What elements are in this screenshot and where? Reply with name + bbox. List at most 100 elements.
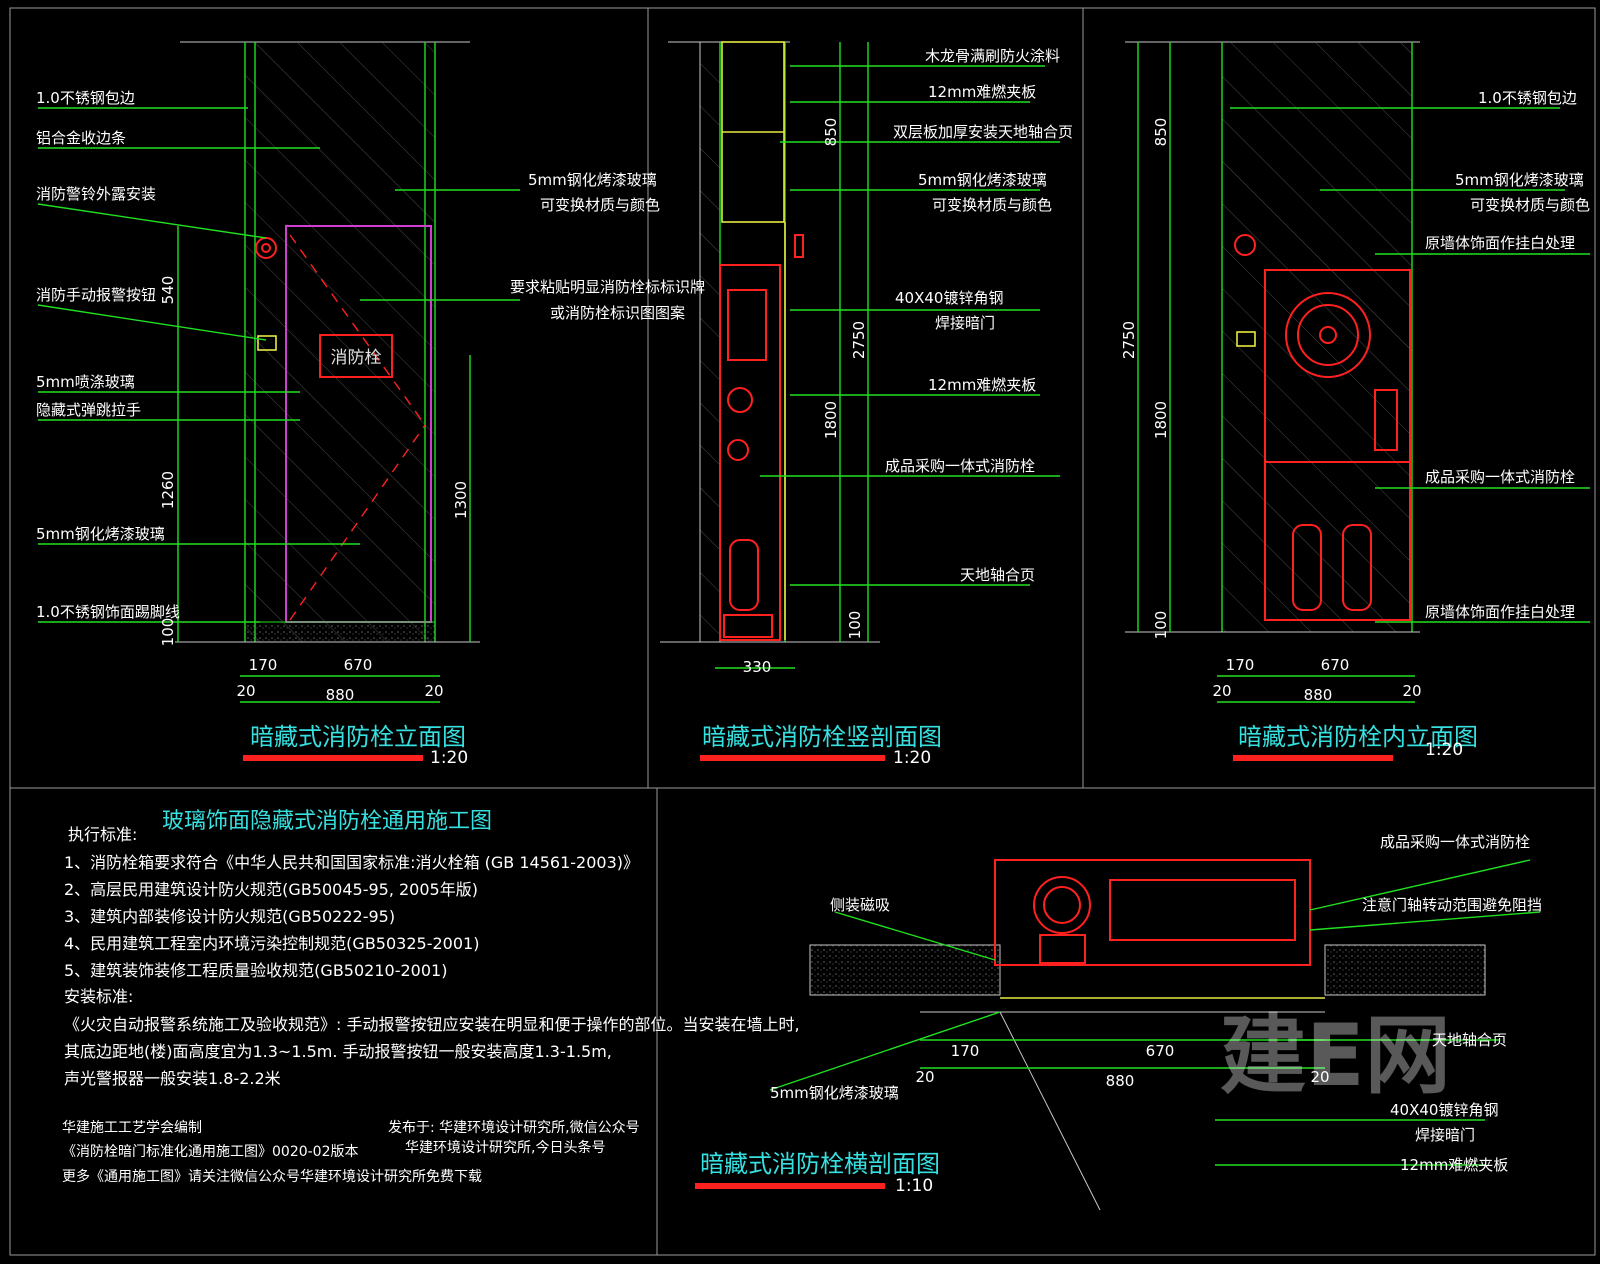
dim-540: 540 <box>159 276 177 305</box>
plan-label-7: 12mm难燃夹板 <box>1400 1156 1508 1174</box>
inner-elevation-drawing <box>1125 41 1590 703</box>
sec-label-8: 成品采购一体式消防栓 <box>885 457 1035 475</box>
plan-label-1: 侧装磁吸 <box>830 896 890 914</box>
inner-dim-170: 170 <box>1226 656 1255 674</box>
notes-item-5: 5、建筑装饰装修工程质量验收规范(GB50210-2001) <box>64 961 447 980</box>
inner-label-1: 5mm钢化烤漆玻璃 <box>1455 171 1584 189</box>
footer-left-3: 更多《通用施工图》请关注微信公众号华建环境设计研究所免费下载 <box>62 1168 482 1185</box>
plan-dim-170: 170 <box>951 1042 980 1060</box>
sec-label-5: 40X40镀锌角钢 <box>895 289 1003 307</box>
plan-title: 暗藏式消防栓横剖面图 <box>700 1150 940 1178</box>
install-line-3: 声光警报器一般安装1.8-2.2米 <box>64 1069 281 1088</box>
inner-dim-670: 670 <box>1321 656 1350 674</box>
plan-label-5: 40X40镀锌角钢 <box>1390 1101 1498 1119</box>
label-material-color: 可变换材质与颜色 <box>540 196 660 214</box>
dim-880: 880 <box>326 686 355 704</box>
inner-dim-20-left: 20 <box>1212 682 1231 700</box>
notes-heading: 执行标准: <box>68 825 137 844</box>
inner-labels: 1.0不锈钢包边 5mm钢化烤漆玻璃 可变换材质与颜色 原墙体饰面作挂白处理 成… <box>1120 89 1590 761</box>
dim-20-left: 20 <box>236 682 255 700</box>
inner-scale: 1:20 <box>1425 740 1463 760</box>
sec-dim-100: 100 <box>846 611 864 640</box>
sec-dim-330: 330 <box>743 658 772 676</box>
plan-label-0: 成品采购一体式消防栓 <box>1380 833 1530 851</box>
plan-label-2: 注意门轴转动范围避免阻挡 <box>1362 896 1542 914</box>
inner-dim-20-right: 20 <box>1402 682 1421 700</box>
footer-left-2: 《消防栓暗门标准化通用施工图》0020-02版本 <box>62 1144 359 1160</box>
watermark-logo: 建E网 <box>1220 1006 1451 1106</box>
sec-label-3: 5mm钢化烤漆玻璃 <box>918 171 1047 189</box>
plan-dim-670: 670 <box>1146 1042 1175 1060</box>
notes-item-2: 2、高层民用建筑设计防火规范(GB50045-95, 2005年版) <box>64 880 478 899</box>
plan-dim-20-left: 20 <box>915 1068 934 1086</box>
sec-label-6: 焊接暗门 <box>935 314 995 332</box>
plan-drawing <box>769 859 1541 1211</box>
sec-label-7: 12mm难燃夹板 <box>928 376 1036 394</box>
inner-label-0: 1.0不锈钢包边 <box>1478 89 1577 107</box>
panel-frames <box>9 7 1596 1256</box>
inner-dim-1800: 1800 <box>1152 401 1170 439</box>
label-aluminum-strip: 铝合金收边条 <box>36 129 126 147</box>
notes-item-3: 3、建筑内部装修设计防火规范(GB50222-95) <box>64 907 395 926</box>
label-tempered-glass: 5mm钢化烤漆玻璃 <box>36 525 165 543</box>
dim-1260: 1260 <box>159 471 177 509</box>
elevation-drawing <box>37 41 520 703</box>
notes-item-1: 1、消防栓箱要求符合《中华人民共和国国家标准:消火栓箱 (GB 14561-20… <box>64 853 639 872</box>
inner-dim-2750: 2750 <box>1120 321 1138 359</box>
sec-label-4: 可变换材质与颜色 <box>932 196 1052 214</box>
footer-left-1: 华建施工工艺学会编制 <box>62 1120 202 1136</box>
dim-100: 100 <box>159 618 177 647</box>
inner-dim-880: 880 <box>1304 686 1333 704</box>
inner-dim-850: 850 <box>1152 118 1170 147</box>
inner-label-4: 成品采购一体式消防栓 <box>1425 468 1575 486</box>
dim-1300: 1300 <box>452 481 470 519</box>
install-line-1: 《火灾自动报警系统施工及验收规范》: 手动报警按钮应安装在明显和便于操作的部位。… <box>64 1015 800 1034</box>
install-heading: 安装标准: <box>64 987 133 1006</box>
plan-dim-880: 880 <box>1106 1072 1135 1090</box>
label-spray-glass: 5mm喷涤玻璃 <box>36 373 135 391</box>
notes-block: 玻璃饰面隐藏式消防栓通用施工图 执行标准: 1、消防栓箱要求符合《中华人民共和国… <box>62 809 800 1185</box>
dim-170: 170 <box>249 656 278 674</box>
install-line-2: 其底边距地(楼)面高度宜为1.3~1.5m. 手动报警按钮一般安装高度1.3-1… <box>64 1042 612 1061</box>
notes-item-4: 4、民用建筑工程室内环境污染控制规范(GB50325-2001) <box>64 934 479 953</box>
fire-hydrant-sign: 消防栓 <box>331 348 382 368</box>
sec-dim-850: 850 <box>822 118 840 147</box>
plan-scale: 1:10 <box>895 1176 933 1196</box>
plan-dim-20-right: 20 <box>1310 1068 1329 1086</box>
label-manual-alarm: 消防手动报警按钮 <box>36 286 156 304</box>
footer-right-1: 发布于: 华建环境设计研究所,微信公众号 <box>388 1120 640 1136</box>
plan-label-3: 天地轴合页 <box>1432 1031 1507 1049</box>
label-skirting: 1.0不锈钢饰面踢脚线 <box>36 603 180 621</box>
inner-title: 暗藏式消防栓内立面图 <box>1238 723 1478 751</box>
dim-20-right: 20 <box>424 682 443 700</box>
section-labels: 木龙骨满刷防火涂料 12mm难燃夹板 双层板加厚安装天地轴合页 5mm钢化烤漆玻… <box>700 47 1073 768</box>
plan-label-4: 5mm钢化烤漆玻璃 <box>770 1084 899 1102</box>
section-scale: 1:20 <box>893 748 931 768</box>
label-sign-pattern: 或消防栓标识图图案 <box>550 304 685 322</box>
section-title: 暗藏式消防栓竖剖面图 <box>702 723 942 751</box>
elevation-scale: 1:20 <box>430 748 468 768</box>
inner-label-5: 原墙体饰面作挂白处理 <box>1425 603 1575 621</box>
label-hidden-handle: 隐藏式弹跳拉手 <box>36 401 141 419</box>
inner-label-3: 原墙体饰面作挂白处理 <box>1425 234 1575 252</box>
inner-label-2: 可变换材质与颜色 <box>1470 196 1590 214</box>
plan-label-6: 焊接暗门 <box>1415 1126 1475 1144</box>
dim-670: 670 <box>344 656 373 674</box>
inner-dim-100: 100 <box>1152 611 1170 640</box>
sec-label-2: 双层板加厚安装天地轴合页 <box>893 123 1073 141</box>
label-glass-right: 5mm钢化烤漆玻璃 <box>528 171 657 189</box>
plan-labels: 成品采购一体式消防栓 侧装磁吸 注意门轴转动范围避免阻挡 天地轴合页 5mm钢化… <box>695 833 1542 1196</box>
elevation-labels: 1.0不锈钢包边 铝合金收边条 消防警铃外露安装 消防手动报警按钮 5mm喷涤玻… <box>36 89 705 768</box>
label-stainless-trim: 1.0不锈钢包边 <box>36 89 135 107</box>
sec-label-1: 12mm难燃夹板 <box>928 83 1036 101</box>
section-drawing <box>660 41 1060 669</box>
sec-label-0: 木龙骨满刷防火涂料 <box>925 47 1060 65</box>
elevation-title: 暗藏式消防栓立面图 <box>250 723 466 751</box>
sec-label-9: 天地轴合页 <box>960 566 1035 584</box>
label-fire-bell: 消防警铃外露安装 <box>36 185 156 203</box>
sec-dim-1800: 1800 <box>822 401 840 439</box>
label-sign-req: 要求粘贴明显消防栓标标识牌 <box>510 278 705 296</box>
footer-right-2: 华建环境设计研究所,今日头条号 <box>405 1139 605 1156</box>
notes-title: 玻璃饰面隐藏式消防栓通用施工图 <box>162 809 492 834</box>
